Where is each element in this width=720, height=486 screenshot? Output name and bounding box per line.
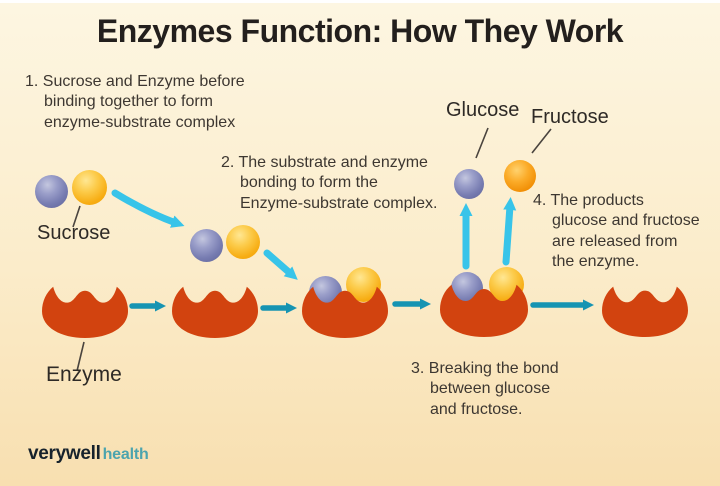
fructose-pointer-line <box>531 128 552 154</box>
glucose-pointer-line <box>475 127 489 159</box>
fructose-label: Fructose <box>531 106 609 128</box>
step-1-text: 1. Sucrose and Enzyme before binding tog… <box>25 73 245 131</box>
enzyme-3 <box>302 281 388 338</box>
arrow-substrate-to-enzyme <box>263 249 298 280</box>
enzyme-label: Enzyme <box>46 363 122 386</box>
step-3-text: 3. Breaking the bond between glucose and… <box>411 360 559 418</box>
arrow-sucrose-falling <box>111 189 185 228</box>
glucose-label: Glucose <box>446 99 520 121</box>
arrow-fructose-release <box>502 197 517 266</box>
enzyme-5 <box>602 281 688 337</box>
top-border <box>0 0 720 3</box>
sucrose-pointer-line <box>72 205 81 228</box>
brand-logo: verywell health <box>28 443 149 465</box>
glucose-sphere <box>190 229 223 262</box>
brand-name: verywell <box>28 443 101 464</box>
fructose-sphere <box>72 170 107 205</box>
step-2-text: 2. The substrate and enzyme bonding to f… <box>221 154 438 212</box>
sucrose-label: Sucrose <box>37 222 111 244</box>
released-fructose-sphere <box>504 160 536 192</box>
brand-suffix: health <box>102 446 149 463</box>
enzyme-4 <box>440 279 528 337</box>
released-glucose-sphere <box>454 169 484 199</box>
enzyme-2 <box>172 281 258 338</box>
page-title: Enzymes Function: How They Work <box>96 13 624 49</box>
fructose-sphere <box>226 225 260 259</box>
enzyme-1 <box>42 281 128 338</box>
step-4-text: 4. The products glucose and fructose are… <box>533 192 700 270</box>
glucose-sphere <box>35 175 68 208</box>
enzyme-pointer-line <box>76 341 85 372</box>
